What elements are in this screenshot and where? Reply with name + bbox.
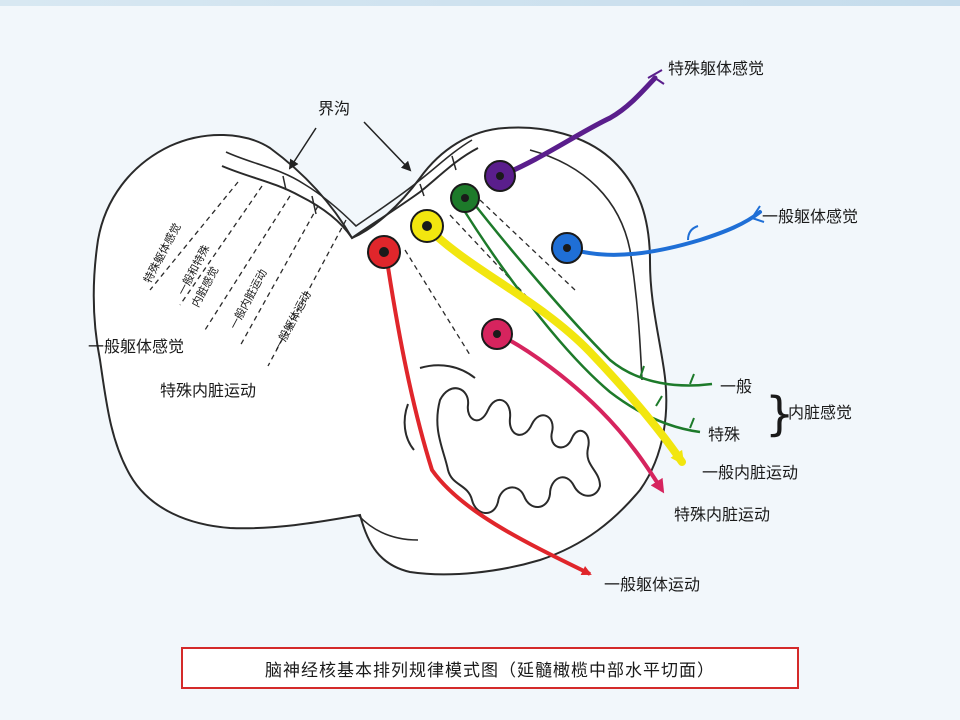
inferior-olive: [436, 387, 602, 514]
label-general: 一般: [720, 377, 752, 396]
purple-tract: [497, 75, 658, 179]
nucleus-green: [450, 183, 480, 213]
label-brace: }: [765, 387, 794, 441]
top-band: [0, 0, 960, 6]
nucleus-blue: [551, 232, 583, 264]
olive-accessory-side: [403, 403, 415, 451]
ventricle-floor-inner: [225, 139, 473, 228]
nucleus-magenta: [481, 318, 513, 350]
label-general-visceral-motor: 一般内脏运动: [702, 463, 798, 482]
ventricle-floor: [221, 147, 479, 240]
floor-ridges: [282, 155, 457, 215]
green-tract-2: [458, 203, 701, 434]
blue-tract: [566, 210, 762, 257]
label-sulcus: 界沟: [318, 99, 350, 118]
label-left-general-somatic-sensory: 一般躯体感觉: [88, 337, 184, 356]
label-special-somatic-sensory: 特殊躯体感觉: [668, 59, 764, 78]
red-tract: [384, 253, 592, 576]
yellow-tract: [424, 224, 686, 466]
purple-tract-tip: [647, 69, 665, 85]
sulcus-arrow-right: [363, 121, 412, 172]
label-visceral-sensory: 内脏感觉: [788, 403, 852, 422]
figure-caption: 脑神经核基本排列规律模式图（延髓橄榄中部水平切面）: [181, 647, 799, 689]
blue-tract-branch: [687, 205, 765, 241]
label-general-somatic-sensory: 一般躯体感觉: [762, 207, 858, 226]
olive-accessory-top: [419, 364, 476, 379]
green-tract-ticks: [639, 365, 695, 429]
green-tract-1: [467, 195, 713, 387]
label-left-special-visceral-motor: 特殊内脏运动: [160, 381, 256, 400]
label-special-visceral-motor: 特殊内脏运动: [674, 505, 770, 524]
label-general-somatic-motor: 一般躯体运动: [604, 575, 700, 594]
nucleus-purple: [484, 160, 516, 192]
medulla-outline: [92, 126, 668, 576]
pyramid-notch: [357, 514, 419, 541]
magenta-tract: [497, 332, 665, 494]
nucleus-yellow: [410, 209, 444, 243]
nucleus-red: [367, 235, 401, 269]
label-special: 特殊: [708, 425, 740, 444]
column-dashes: [149, 181, 576, 367]
sulcus-arrow-left: [288, 127, 317, 170]
lateral-contour: [529, 149, 643, 381]
